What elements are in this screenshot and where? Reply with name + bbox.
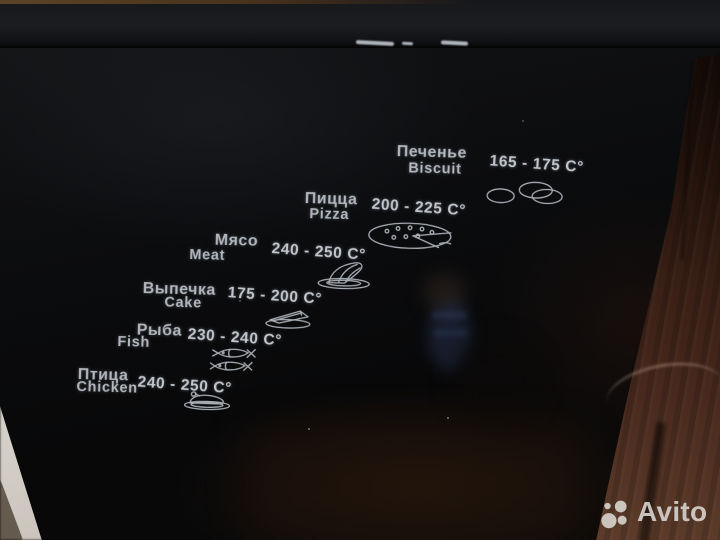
reflection-shadow <box>452 338 542 428</box>
oven-top-frame <box>0 0 720 48</box>
label-ru: Печенье <box>396 143 468 162</box>
countertop-edge <box>0 0 470 4</box>
avito-watermark: Avito <box>599 495 719 537</box>
label-en: Fish <box>117 333 151 351</box>
chicken-icon <box>183 391 231 411</box>
meat-icon <box>317 262 370 290</box>
dust-speck <box>522 120 524 122</box>
reflection-shirt-stripe <box>434 330 468 336</box>
label-en: Chicken <box>76 378 138 397</box>
fish-icon <box>209 348 256 371</box>
label-en: Meat <box>189 246 226 264</box>
label-en: Biscuit <box>408 160 462 178</box>
reflection-room <box>250 430 580 540</box>
label-en: Pizza <box>309 206 350 224</box>
pizza-icon <box>368 222 452 249</box>
glare-streak <box>401 41 414 46</box>
biscuits-icon <box>486 181 563 205</box>
dust-speck <box>239 300 241 302</box>
dust-speck <box>308 428 310 430</box>
dust-speck <box>447 417 449 419</box>
avito-logo-icon <box>601 500 627 529</box>
reflection-shirt-stripe <box>432 312 466 318</box>
label-en: Cake <box>164 294 203 312</box>
cake-icon <box>265 310 311 329</box>
avito-brand-text: Avito <box>637 496 708 527</box>
